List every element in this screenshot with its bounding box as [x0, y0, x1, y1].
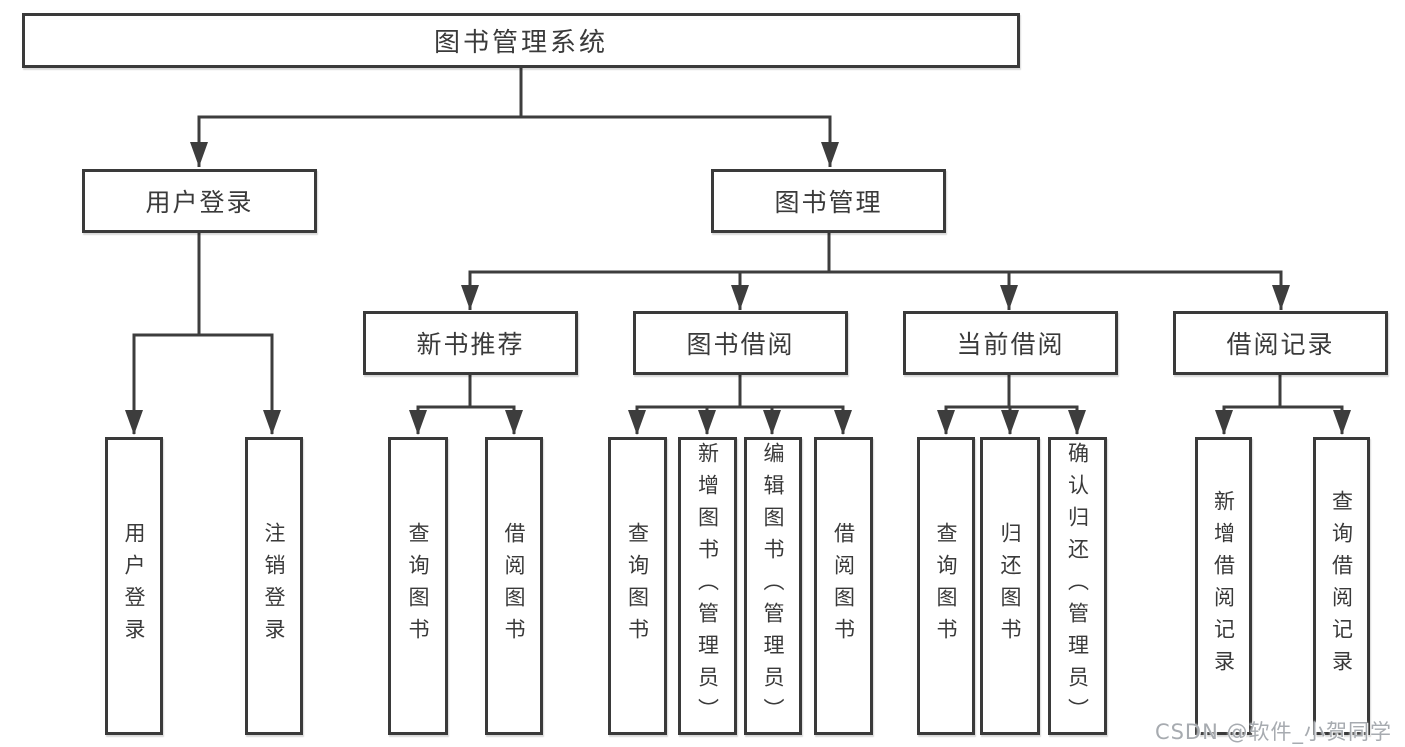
node-user-login: 用户登录 [82, 169, 317, 233]
leaf-confirm-return-admin: 确认归还（管理员） [1048, 437, 1107, 735]
leaf-edit-books-admin: 编辑图书（管理员） [744, 437, 802, 735]
leaf-add-books-admin: 新增图书（管理员） [678, 437, 737, 735]
leaf-query-books-borrowing: 查询图书 [608, 437, 667, 735]
node-book-borrowing: 图书借阅 [633, 311, 848, 375]
node-library-system: 图书管理系统 [22, 13, 1020, 68]
watermark: CSDN @软件_小贺同学 [1154, 720, 1392, 744]
node-borrowing-records: 借阅记录 [1173, 311, 1388, 375]
node-new-book-recommend: 新书推荐 [363, 311, 578, 375]
leaf-borrow-books-recommend: 借阅图书 [485, 437, 543, 735]
leaf-logout: 注销登录 [245, 437, 303, 735]
connector-paths [132, 68, 1344, 434]
leaf-query-books-recommend: 查询图书 [388, 437, 448, 735]
leaf-query-books-current: 查询图书 [917, 437, 975, 735]
leaf-user-login: 用户登录 [105, 437, 163, 735]
leaf-add-borrow-record: 新增借阅记录 [1195, 437, 1252, 735]
node-book-management: 图书管理 [711, 169, 946, 233]
node-current-borrowing: 当前借阅 [903, 311, 1118, 375]
leaf-return-books: 归还图书 [980, 437, 1040, 735]
leaf-query-borrow-record: 查询借阅记录 [1313, 437, 1370, 735]
leaf-borrow-books-borrowing: 借阅图书 [814, 437, 873, 735]
